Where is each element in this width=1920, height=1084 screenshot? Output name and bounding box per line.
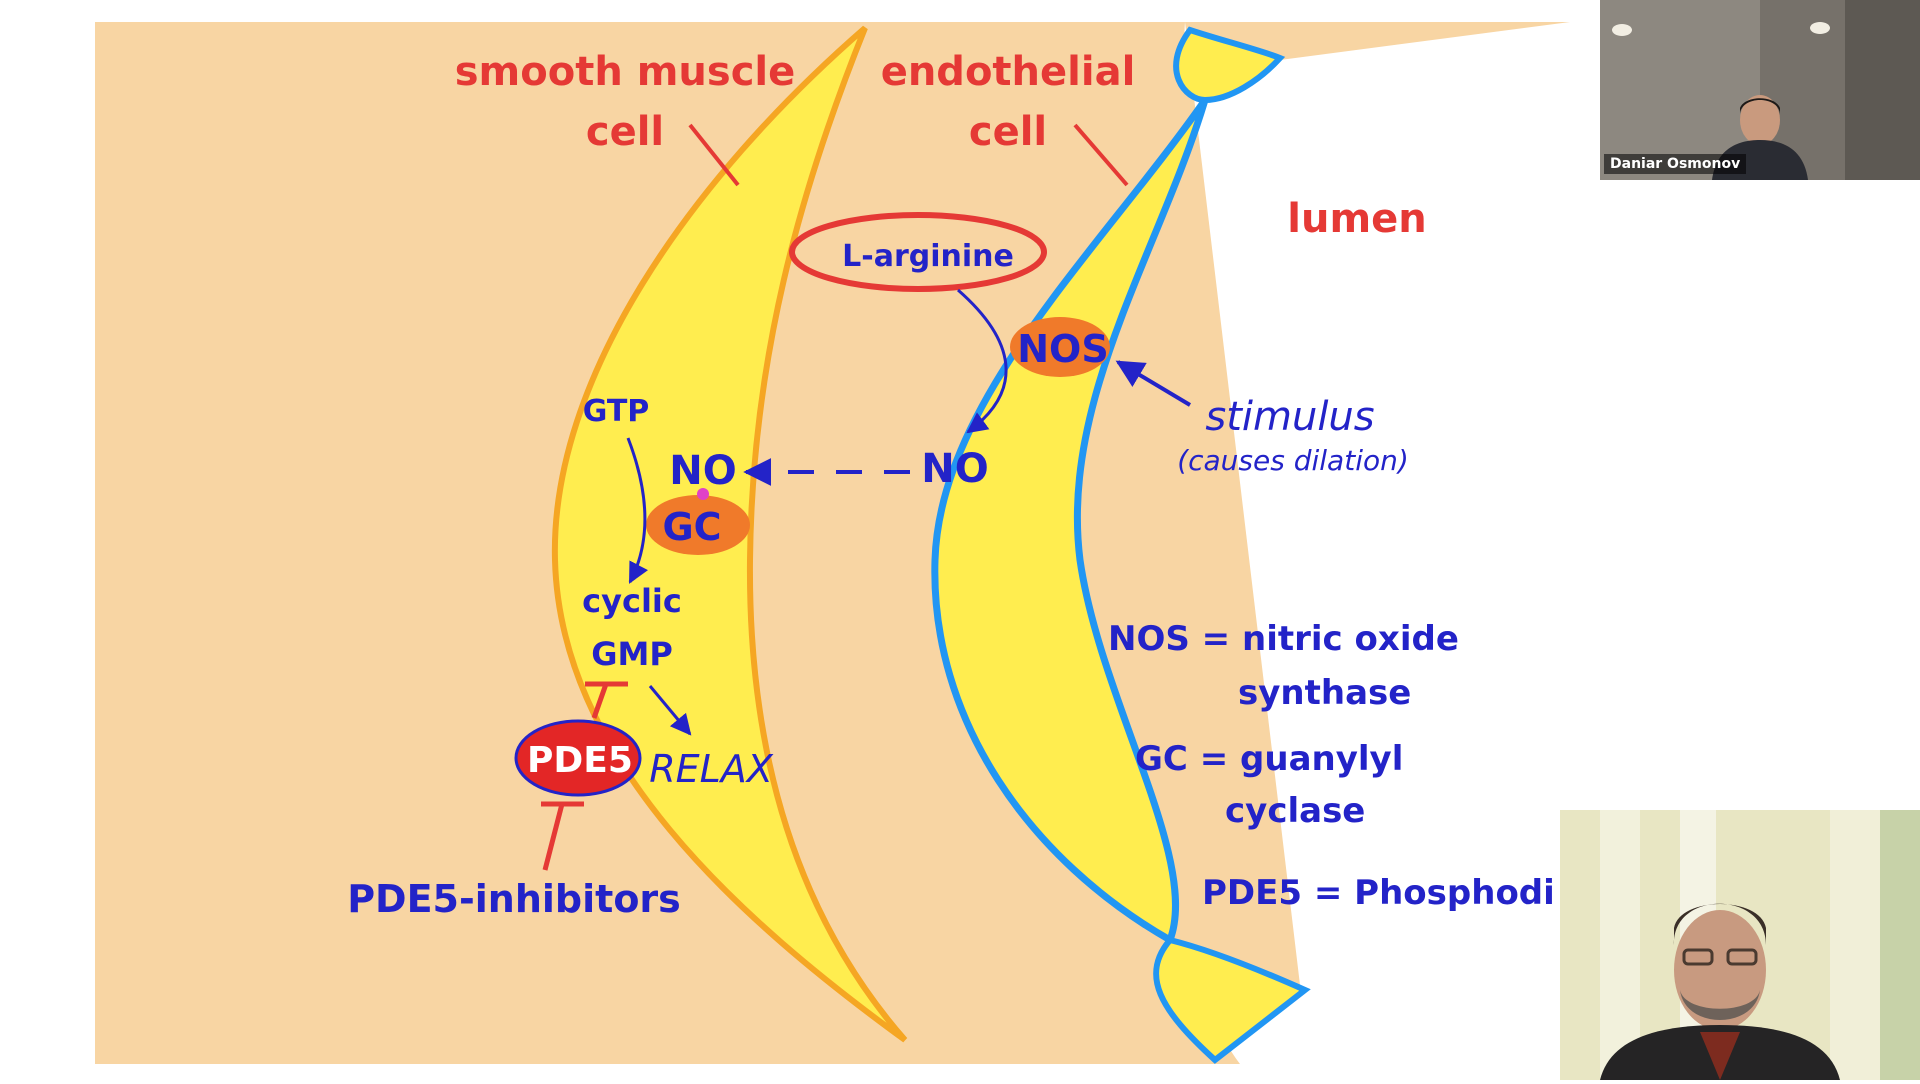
- speaker-video-tile[interactable]: [1560, 810, 1920, 1080]
- gc-label: GC: [662, 505, 721, 549]
- legend-pde5: PDE5 = Phosphodi: [1202, 873, 1555, 913]
- no-muscle-label: NO: [669, 448, 736, 494]
- endothelial-pointer: [1073, 123, 1129, 187]
- gc-binding-dot: [697, 488, 709, 500]
- l-arginine-highlight: [789, 212, 1047, 292]
- pde5-inhibitors-label: PDE5-inhibitors: [347, 877, 681, 921]
- lumen-label: lumen: [1287, 196, 1426, 242]
- relax-label: RELAX: [649, 747, 774, 791]
- smooth-muscle-pointer: [688, 123, 740, 187]
- endothelial-junction-top: [1173, 26, 1286, 104]
- nos-node: [1010, 317, 1110, 377]
- gmp-label: GMP: [591, 635, 673, 673]
- gtp-label: GTP: [583, 394, 650, 429]
- participant-video-tile[interactable]: Daniar Osmonov: [1600, 0, 1920, 180]
- inhibitor-stem: [542, 803, 565, 871]
- smooth-muscle-label-line2: cell: [586, 109, 664, 155]
- pde5-label: PDE5: [527, 740, 633, 781]
- gtp-to-cgmp-arrow: [626, 437, 649, 584]
- legend-nos: NOS = nitric oxide: [1108, 619, 1459, 659]
- endothelial-label: endothelial: [881, 49, 1136, 95]
- video-feed-icon: [1600, 0, 1920, 180]
- pde5-inhibition-stem: [591, 683, 609, 719]
- smooth-muscle-label: smooth muscle: [455, 49, 796, 95]
- cyclic-label: cyclic: [582, 582, 682, 620]
- cgmp-to-relax-arrow: [648, 685, 692, 736]
- video-feed-icon: [1560, 810, 1920, 1080]
- endothelial-cell: [931, 97, 1209, 946]
- lumen-area: [1184, 22, 1570, 1064]
- causes-dilation-label: (causes dilation): [1177, 444, 1409, 477]
- legend-nos-line2: synthase: [1238, 673, 1411, 713]
- pde5-node: [514, 719, 642, 797]
- stimulus-label: stimulus: [1205, 394, 1374, 440]
- nos-label: NOS: [1017, 327, 1108, 371]
- legend-gc: GC = guanylyl: [1135, 739, 1403, 779]
- participant-name: Daniar Osmonov: [1604, 154, 1747, 174]
- l-arginine-label: L-arginine: [842, 239, 1014, 274]
- legend-gc-line2: cyclase: [1225, 791, 1365, 831]
- endothelial-junction-bottom: [1153, 936, 1311, 1064]
- arginine-to-no-arrow: [957, 288, 1008, 434]
- no-endothelial-label: NO: [921, 446, 988, 492]
- endothelial-label-line2: cell: [969, 109, 1047, 155]
- gc-node: [646, 495, 750, 555]
- stimulus-arrow: [1115, 360, 1192, 407]
